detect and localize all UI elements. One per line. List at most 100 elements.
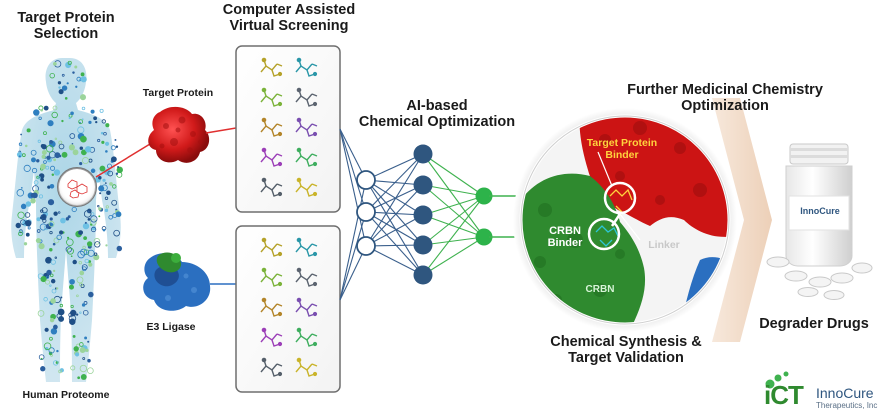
- proteome-dot: [68, 284, 74, 290]
- proteome-dot: [53, 61, 57, 66]
- proteome-dot: [84, 336, 88, 340]
- proteome-dot: [77, 376, 81, 380]
- proteome-dot: [40, 109, 43, 112]
- molecule-icon: [295, 117, 318, 137]
- proteome-dot: [102, 178, 106, 182]
- nn-input-node: [356, 202, 376, 222]
- proteome-dot: [86, 241, 93, 247]
- proteome-dot: [49, 217, 53, 221]
- proteome-dot: [52, 242, 56, 246]
- proteome-dot: [53, 360, 59, 366]
- nn-hidden-node: [413, 235, 433, 255]
- proteome-dot: [58, 86, 61, 89]
- molecule-icon: [260, 267, 283, 287]
- screening-panel-e3: [235, 225, 341, 393]
- proteome-dot: [53, 158, 57, 162]
- proteome-dot: [53, 324, 58, 330]
- proteome-dot: [75, 85, 78, 88]
- proteome-dot: [116, 245, 123, 252]
- nn-output-node: [475, 228, 493, 246]
- proteome-dot: [45, 275, 50, 279]
- proteome-dot: [80, 72, 85, 77]
- proteome-dot: [40, 209, 44, 213]
- proteome-dot: [61, 119, 64, 123]
- proteome-dot: [79, 311, 82, 314]
- proteome-dot: [104, 196, 109, 200]
- proteome-dot: [90, 219, 97, 226]
- proteome-dot: [76, 276, 84, 284]
- proteome-dot: [23, 242, 28, 246]
- proteome-dot: [51, 111, 58, 119]
- company-logo-subtitle: Therapeutics, Inc: [816, 401, 878, 410]
- molecule-icon: [260, 87, 283, 107]
- proteome-dot: [104, 182, 107, 184]
- proteome-dot: [58, 143, 65, 150]
- proteome-dot: [81, 303, 86, 307]
- proteome-dot: [102, 228, 106, 232]
- proteome-dot: [105, 205, 109, 209]
- proteome-dot: [79, 146, 84, 150]
- molecule-icon: [260, 357, 283, 377]
- proteome-dot: [116, 166, 123, 174]
- proteome-dot: [24, 144, 28, 148]
- nn-input-node: [356, 236, 376, 256]
- proteome-dot: [20, 219, 26, 225]
- ternary-complex-lens: [513, 108, 737, 332]
- neural-network-nodes: [356, 144, 493, 285]
- proteome-dot: [42, 218, 47, 223]
- proteome-dot: [49, 184, 55, 189]
- proteome-dot: [40, 276, 47, 283]
- proteome-dot: [50, 278, 56, 284]
- proteome-dot: [66, 82, 69, 85]
- proteome-dot: [65, 246, 72, 253]
- proteome-dot: [18, 155, 21, 158]
- proteome-dot: [17, 211, 25, 219]
- proteome-dot: [80, 135, 87, 143]
- proteome-dot: [43, 297, 48, 302]
- proteome-dot: [53, 211, 58, 216]
- proteome-dot: [71, 142, 74, 145]
- proteome-dots: [15, 60, 123, 380]
- proteome-dot: [27, 226, 31, 230]
- human-body-proteome-icon: [11, 58, 121, 382]
- proteome-dot: [82, 357, 86, 360]
- proteome-dot: [22, 153, 26, 157]
- proteome-dot: [101, 119, 106, 124]
- proteome-dot: [110, 156, 117, 163]
- proteome-dot: [98, 207, 102, 211]
- proteome-dot: [46, 155, 51, 160]
- proteome-dot: [70, 365, 76, 371]
- proteome-dot: [45, 256, 52, 264]
- crbn-binder-highlight: [587, 217, 621, 251]
- proteome-dot: [52, 105, 58, 111]
- proteome-dot: [49, 284, 52, 287]
- linker-label: Linker: [648, 239, 680, 251]
- proteome-dot: [40, 163, 47, 170]
- nn-hidden-node: [413, 175, 433, 195]
- proteome-dot: [43, 131, 47, 136]
- proteome-dot: [57, 211, 61, 214]
- proteome-dot: [43, 342, 52, 350]
- proteome-dot: [79, 162, 83, 166]
- molecule-icon: [260, 237, 283, 257]
- proteome-dot: [43, 160, 47, 164]
- proteome-dot: [18, 231, 23, 237]
- nn-hidden-node: [413, 144, 433, 164]
- proteome-dot: [30, 192, 36, 198]
- proteome-dot: [53, 169, 61, 176]
- proteome-dot: [99, 108, 104, 113]
- proteome-dot: [38, 243, 45, 250]
- proteome-dot: [38, 173, 45, 179]
- molecule-grid: [260, 57, 318, 377]
- proteome-dot: [36, 217, 41, 222]
- proteome-dot: [67, 215, 71, 219]
- degrader-drugs-label: Degrader Drugs: [759, 316, 869, 332]
- proteome-dot: [47, 199, 55, 206]
- proteome-dot: [33, 109, 40, 116]
- proteome-dot: [111, 199, 118, 206]
- proteome-dot: [90, 109, 95, 114]
- proteome-dot: [79, 347, 86, 353]
